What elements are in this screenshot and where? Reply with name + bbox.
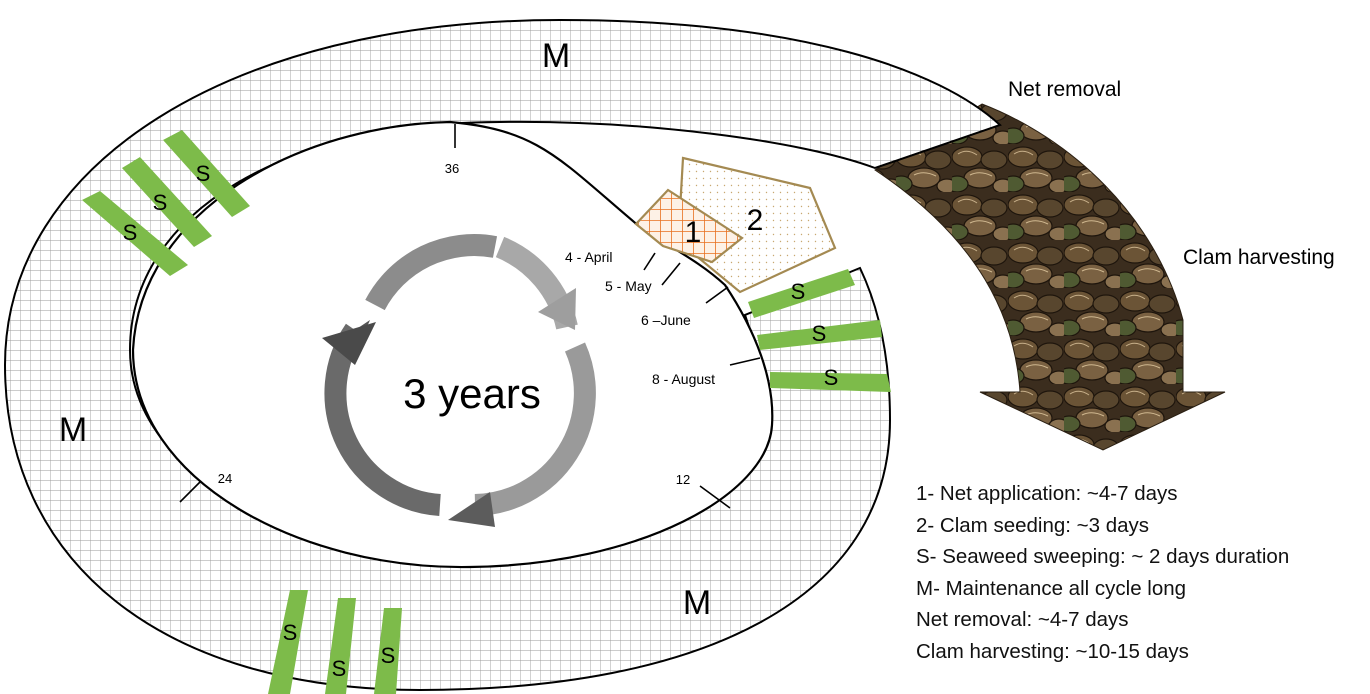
maintenance-label-left: M	[59, 411, 87, 449]
sweep-label: S	[196, 161, 211, 186]
legend-item: 2- Clam seeding: ~3 days	[916, 510, 1289, 542]
legend-item: M- Maintenance all cycle long	[916, 573, 1289, 605]
net-removal-label: Net removal	[1008, 78, 1121, 101]
clam-seeding-label: 2	[747, 204, 764, 237]
tick-36-label: 36	[445, 161, 459, 176]
sweep-label: S	[791, 279, 806, 304]
cycle-duration-label: 3 years	[403, 370, 541, 417]
month-may-label: 5 - May	[605, 278, 652, 294]
month-august-label: 8 - August	[652, 371, 715, 387]
sweep-label: S	[824, 365, 839, 390]
tick-24-label: 24	[218, 471, 232, 486]
month-june-label: 6 –June	[641, 312, 691, 328]
sweep-label: S	[332, 656, 347, 681]
legend-item: S- Seaweed sweeping: ~ 2 days duration	[916, 541, 1289, 573]
sweep-label: S	[283, 620, 298, 645]
sweep-label: S	[381, 643, 396, 668]
legend-item: 1- Net application: ~4-7 days	[916, 478, 1289, 510]
net-application-label: 1	[685, 216, 702, 249]
legend-item: Clam harvesting: ~10-15 days	[916, 636, 1289, 668]
legend: 1- Net application: ~4-7 days 2- Clam se…	[916, 478, 1289, 667]
maintenance-label-top: M	[542, 37, 570, 75]
legend-item: Net removal: ~4-7 days	[916, 604, 1289, 636]
clam-harvesting-label: Clam harvesting	[1183, 246, 1335, 269]
harvest-arrow	[875, 104, 1225, 450]
sweep-label: S	[153, 190, 168, 215]
sweep-label: S	[123, 220, 138, 245]
maintenance-label-bottom: M	[683, 584, 711, 622]
sweep-label: S	[812, 321, 827, 346]
tick-12-label: 12	[676, 472, 690, 487]
month-april-label: 4 - April	[565, 249, 612, 265]
